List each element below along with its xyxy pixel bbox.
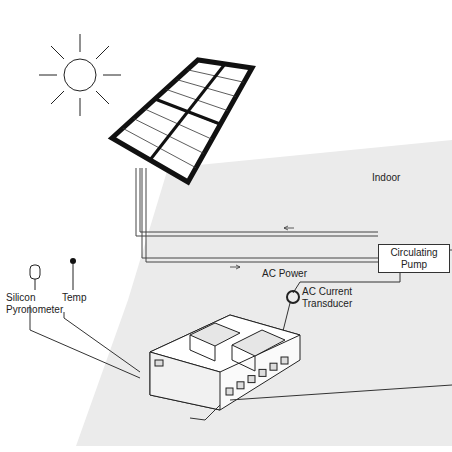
region-label: Indoor: [372, 172, 400, 184]
sun-symbol: [39, 34, 121, 116]
node-text: Circulating Pump: [383, 247, 445, 270]
leader-line: [35, 279, 36, 290]
leader-line: [73, 264, 74, 290]
sensor-wire: [64, 312, 140, 372]
sensor-wire: [30, 305, 140, 378]
pump-box: Circulating Pump: [378, 244, 450, 273]
part-label: AC Current Transducer: [302, 286, 372, 309]
temp-sensor-symbol: [70, 258, 76, 264]
terminal-port: [237, 382, 244, 389]
indoor-floor: [76, 140, 452, 446]
part-label: Silicon Pyronometer: [6, 292, 58, 315]
terminal-port: [259, 369, 266, 376]
terminal-port: [270, 363, 277, 370]
terminal-port: [281, 357, 288, 364]
flow-arrow: [284, 226, 294, 230]
terminal-port: [226, 388, 233, 395]
terminal-port: [248, 376, 255, 383]
flow-arrow: [230, 265, 240, 269]
data-logger: [150, 315, 300, 410]
wire-label: AC Power: [262, 268, 307, 280]
logger-wire: [190, 385, 452, 420]
part-label: Temp: [62, 292, 86, 304]
pyronometer-symbol: [30, 265, 40, 279]
current-transducer-ring: [287, 291, 299, 303]
solar-panel: [112, 60, 252, 182]
